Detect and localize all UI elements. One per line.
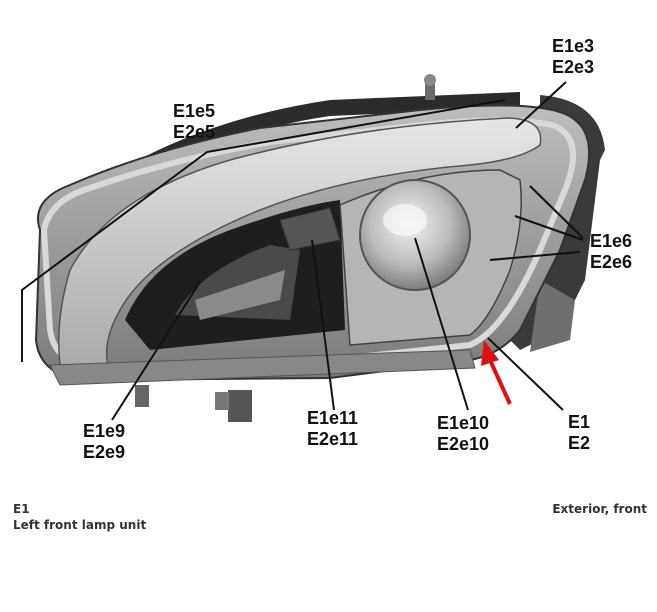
component-name: Left front lamp unit [13, 518, 147, 532]
component-id: E1 [13, 502, 30, 516]
indicator-lamp [279, 207, 341, 251]
callout-e1-line2: E2 [568, 433, 590, 453]
callout-e5-line1: E1e5 [173, 101, 215, 121]
callout-e11-line2: E2e11 [307, 429, 358, 449]
callout-e9-line1: E1e9 [83, 421, 125, 441]
callout-e10-line2: E2e10 [437, 434, 489, 454]
view-label: Exterior, front [552, 502, 647, 516]
callout-e9-line2: E2e9 [83, 442, 125, 462]
headlamp-diagram: E1e3 E2e3 E1e5 E2e5 E1e6 E2e6 E1e9 E2e9 … [21, 36, 632, 462]
projector-lens [359, 179, 471, 291]
callout-e5-line2: E2e5 [173, 122, 215, 142]
callout-e6-line2: E2e6 [590, 252, 632, 272]
mount-foot-left [135, 385, 149, 407]
leader-lines [21, 81, 584, 421]
callout-e6-line1: E1e6 [590, 231, 632, 251]
callout-e1-line1: E1 [568, 412, 590, 432]
led-strip [58, 117, 542, 373]
mounting-pin [425, 78, 435, 100]
callout-e11-line1: E1e11 [307, 408, 358, 428]
callout-e10-line1: E1e10 [437, 413, 489, 433]
callout-e3-line2: E2e3 [552, 57, 594, 77]
mount-foot-mid [228, 390, 252, 422]
callout-e3-line1: E1e3 [552, 36, 594, 56]
red-arrow [481, 340, 512, 405]
top-trim [120, 92, 520, 188]
